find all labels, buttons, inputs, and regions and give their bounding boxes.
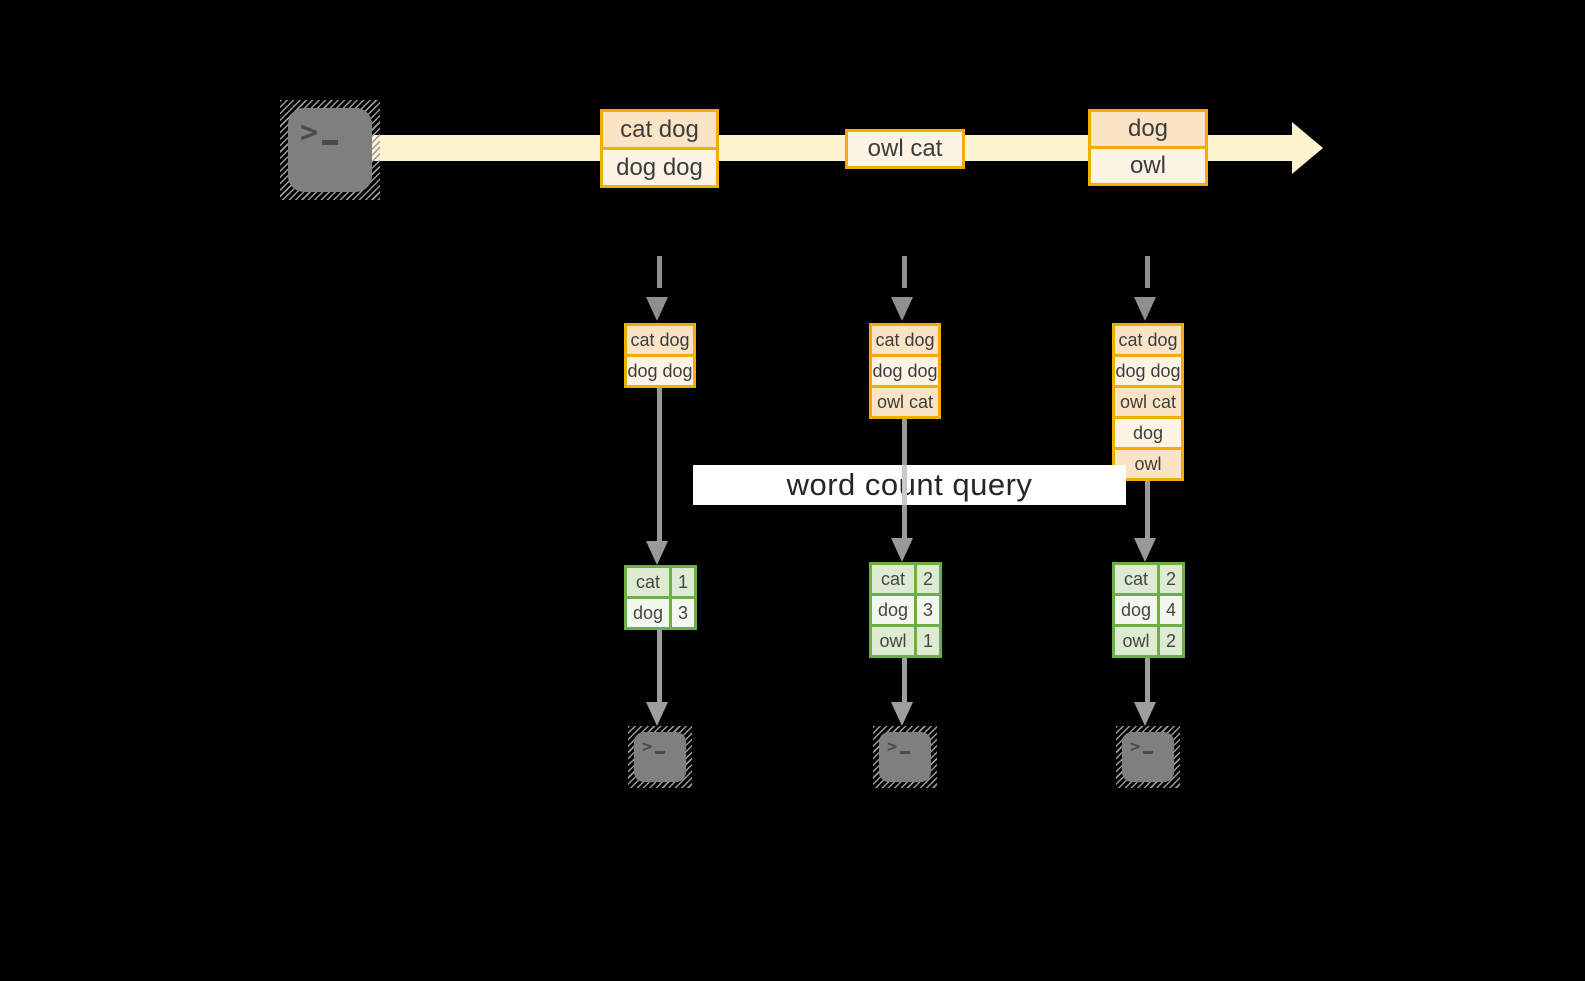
arrow-down-icon (891, 297, 913, 321)
dashed-arrow-line (657, 256, 662, 288)
dashed-arrow-line (1145, 256, 1150, 288)
log-entry: cat dog (627, 326, 693, 354)
message-log-stack: cat dog dog dog owl cat (869, 323, 941, 419)
log-entry: owl (1115, 450, 1181, 478)
count-cell: 4 (1160, 596, 1182, 624)
consumer-terminal-icon: > (628, 726, 692, 788)
word-cell: dog (872, 596, 914, 624)
word-cell: cat (872, 565, 914, 593)
arrow-down-icon (891, 702, 913, 726)
log-entry: cat dog (872, 326, 938, 354)
arrow-line-over-banner (902, 465, 907, 505)
count-cell: 2 (1160, 565, 1182, 593)
terminal-screen: > (879, 732, 931, 782)
word-cell: dog (627, 599, 669, 627)
producer-terminal-icon: > (280, 100, 380, 200)
message-log-stack: cat dog dog dog (624, 323, 696, 388)
query-label: word count query (786, 467, 1033, 502)
count-cell: 2 (1160, 627, 1182, 655)
log-entry: dog dog (872, 357, 938, 385)
word-cell: dog (1115, 596, 1157, 624)
message-line: cat dog (603, 112, 716, 147)
log-entry: owl cat (872, 388, 938, 416)
prompt-cursor-icon (1143, 751, 1154, 754)
consumer-terminal-icon: > (873, 726, 937, 788)
message-log-stack: cat dog dog dog owl cat dog owl (1112, 323, 1184, 481)
arrow-down-icon (1134, 538, 1156, 562)
terminal-screen: > (634, 732, 686, 782)
arrow-down-icon (1134, 702, 1156, 726)
word-cell: owl (872, 627, 914, 655)
word-count-table: cat 2 dog 4 owl 2 (1112, 562, 1185, 658)
prompt-chevron-icon: > (300, 115, 319, 150)
log-entry: dog (1115, 419, 1181, 447)
count-cell: 3 (917, 596, 939, 624)
query-banner: word count query (693, 465, 1126, 505)
count-cell: 1 (917, 627, 939, 655)
stream-message-box: dog owl (1088, 109, 1208, 186)
message-line: owl cat (848, 132, 962, 166)
terminal-screen: > (288, 108, 372, 192)
message-line: dog (1091, 112, 1205, 146)
dashed-arrow-line (902, 256, 907, 288)
log-entry: dog dog (627, 357, 693, 385)
prompt-chevron-icon: > (1130, 737, 1141, 757)
arrow-line (657, 630, 662, 704)
arrow-line (902, 658, 907, 704)
stream-message-box: cat dog dog dog (600, 109, 719, 188)
word-cell: cat (627, 568, 669, 596)
arrow-line (657, 385, 662, 543)
arrow-down-icon (891, 538, 913, 562)
arrow-down-icon (1134, 297, 1156, 321)
prompt-cursor-icon (655, 751, 666, 754)
word-cell: owl (1115, 627, 1157, 655)
word-count-table: cat 1 dog 3 (624, 565, 697, 630)
log-entry: owl cat (1115, 388, 1181, 416)
prompt-chevron-icon: > (642, 737, 653, 757)
count-cell: 2 (917, 565, 939, 593)
arrow-line (1145, 658, 1150, 704)
arrow-right-icon (1292, 122, 1323, 174)
word-count-table: cat 2 dog 3 owl 1 (869, 562, 942, 658)
arrow-down-icon (646, 297, 668, 321)
stream-message-box: owl cat (845, 129, 965, 169)
consumer-terminal-icon: > (1116, 726, 1180, 788)
arrow-down-icon (646, 702, 668, 726)
log-entry: cat dog (1115, 326, 1181, 354)
message-line: dog dog (603, 150, 716, 185)
prompt-cursor-icon (322, 140, 339, 145)
message-line: owl (1091, 149, 1205, 183)
count-cell: 1 (672, 568, 694, 596)
word-cell: cat (1115, 565, 1157, 593)
arrow-line (1145, 479, 1150, 540)
arrow-down-icon (646, 541, 668, 565)
log-entry: dog dog (1115, 357, 1181, 385)
prompt-chevron-icon: > (887, 737, 898, 757)
count-cell: 3 (672, 599, 694, 627)
prompt-cursor-icon (900, 751, 911, 754)
terminal-screen: > (1122, 732, 1174, 782)
